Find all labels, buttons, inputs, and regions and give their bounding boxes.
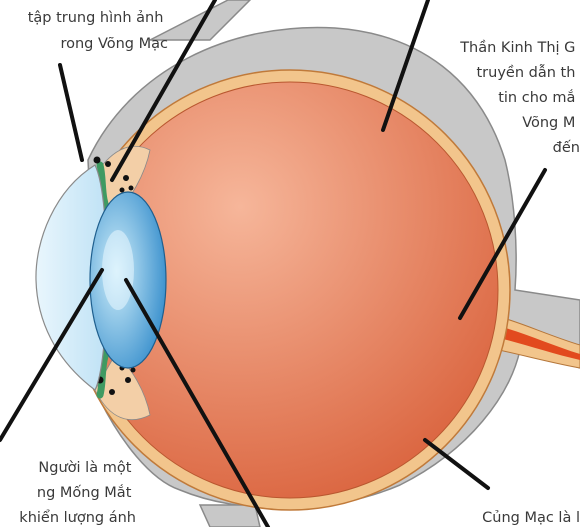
sclera-flap-bottom — [200, 505, 260, 527]
label-sclera: Củng Mạc là l — [482, 510, 580, 526]
label-bottom-left: Người là một ng Mống Mắt khiển lượng ánh — [19, 460, 136, 526]
pointer-cornea — [60, 65, 82, 160]
label-top-left: tập trung hình ảnh rong Võng Mạc — [28, 10, 168, 52]
lens-highlight — [102, 230, 134, 310]
